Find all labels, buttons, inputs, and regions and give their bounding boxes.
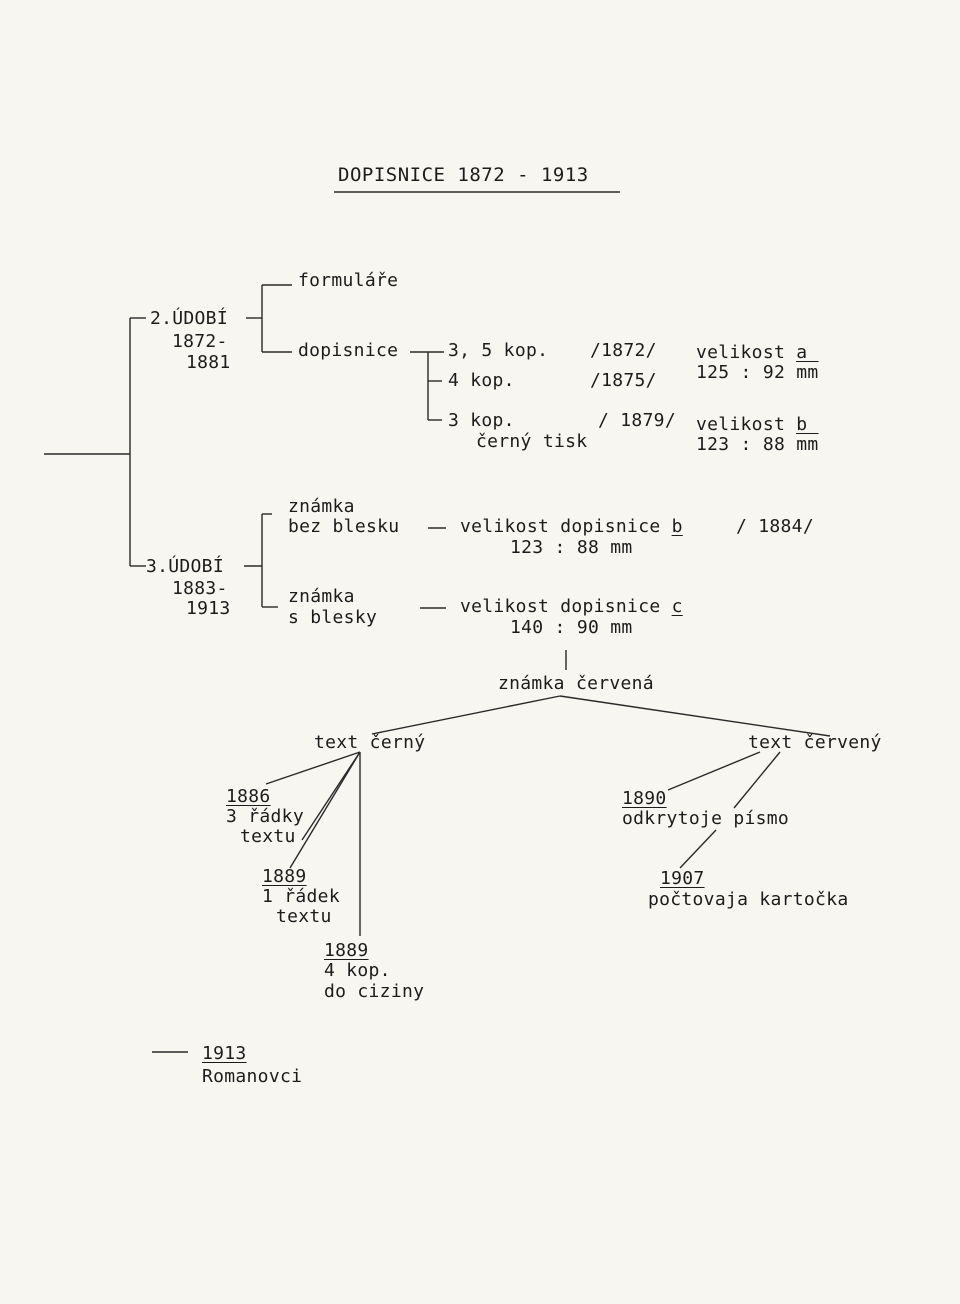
black-n3-line1: 4 kop. (324, 960, 391, 981)
black-text-node: text černý (314, 732, 426, 753)
stamp2-size-letter: c (671, 596, 683, 617)
red-n1-line1: odkrytoje písmo (622, 808, 790, 829)
stamp1-line2: bez blesku (288, 516, 400, 537)
red-n2-year: 1907 (660, 868, 705, 889)
size-a-word: velikost (696, 342, 786, 363)
black-n2-line2: textu (276, 906, 332, 927)
black-n3-year: 1889 (324, 940, 369, 961)
size-a-label: velikost a (696, 342, 807, 364)
size-a-value: 125 : 92 (696, 362, 786, 383)
row3-price: 3 kop. (448, 410, 515, 431)
size-a-dims: 125 : 92 mm (696, 362, 819, 384)
red-stamp-node: známka červená (498, 673, 654, 694)
black-n2-line1: 1 řádek (262, 886, 340, 907)
stamp1-size-text: velikost dopisnice (460, 516, 661, 537)
stamp1-size: velikost dopisnice b (460, 516, 683, 538)
stamp2-line1: známka (288, 586, 355, 607)
red-text-node: text červený (748, 732, 882, 753)
row3-year: / 1879/ (598, 410, 676, 431)
footer-year: 1913 (202, 1043, 247, 1064)
stamp1-line1: známka (288, 496, 355, 517)
stamp2-size: velikost dopisnice c (460, 596, 683, 618)
red-n2-line1: počtovaja kartočka (648, 889, 849, 910)
size-b-word: velikost (696, 414, 786, 435)
row3-subtext: černý tisk (476, 431, 588, 452)
stamp1-dims: 123 : 88 mm (510, 537, 633, 558)
black-n2-year: 1889 (262, 866, 307, 887)
size-b-letter: b (796, 414, 808, 435)
size-b-unit: mm (796, 434, 819, 455)
black-n1-line1: 3 řádky (226, 806, 304, 827)
stamp2-dims: 140 : 90 mm (510, 617, 633, 638)
black-n1-line2: textu (240, 826, 296, 847)
dopisnice-node: dopisnice (298, 340, 399, 361)
row1-year: /1872/ (590, 340, 657, 361)
row1-price: 3, 5 kop. (448, 340, 549, 361)
red-n1-year: 1890 (622, 788, 667, 809)
stamp2-size-text: velikost dopisnice (460, 596, 661, 617)
period2-label: 2.ÚDOBÍ (150, 308, 228, 329)
stamp1-size-letter: b (671, 516, 683, 537)
black-n1-year: 1886 (226, 786, 271, 807)
black-n3-line2: do ciziny (324, 981, 425, 1002)
size-b-value: 123 : 88 (696, 434, 786, 455)
period2-years-start: 1872- (172, 331, 228, 352)
formulare-node: formuláře (298, 270, 399, 291)
row2-price: 4 kop. (448, 370, 515, 391)
period3-years-end: 1913 (186, 598, 231, 619)
period3-label: 3.ÚDOBÍ (146, 556, 224, 577)
size-b-label: velikost b (696, 414, 807, 436)
size-b-dims: 123 : 88 mm (696, 434, 819, 456)
size-a-letter: a (796, 342, 808, 363)
stamp2-line2: s blesky (288, 607, 378, 628)
period2-years-end: 1881 (186, 352, 231, 373)
period3-years-start: 1883- (172, 578, 228, 599)
stamp1-year: / 1884/ (736, 516, 814, 537)
footer-label: Romanovci (202, 1066, 303, 1087)
size-a-unit: mm (796, 362, 819, 383)
row2-year: /1875/ (590, 370, 657, 391)
page-title: DOPISNICE 1872 - 1913 (338, 164, 589, 186)
